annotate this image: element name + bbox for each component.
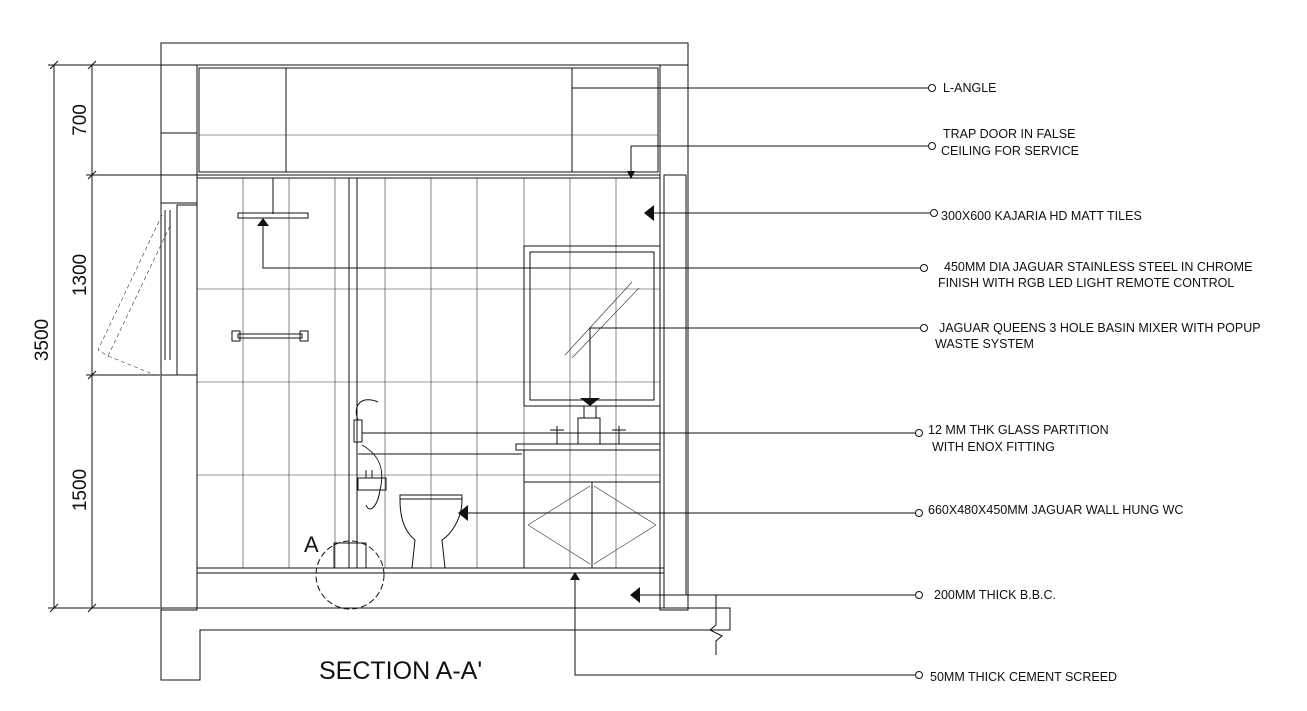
rain-shower bbox=[237, 178, 309, 219]
annotation-screed: 50MM THICK CEMENT SCREED bbox=[930, 670, 1117, 684]
annotation-tiles: 300X600 KAJARIA HD MATT TILES bbox=[941, 209, 1142, 223]
health-faucet bbox=[353, 399, 387, 510]
window bbox=[97, 204, 198, 376]
annotation-trap-door-2: CEILING FOR SERVICE bbox=[941, 144, 1079, 158]
dimension-lines: 3500 700 1300 1500 bbox=[32, 60, 198, 613]
annotation-shower-2: FINISH WITH RGB LED LIGHT REMOTE CONTROL bbox=[938, 276, 1234, 290]
annotation-trap-door-1: TRAP DOOR IN FALSE bbox=[943, 127, 1075, 141]
annotation-l-angle: L-ANGLE bbox=[943, 81, 997, 95]
dimension-segment-3: 1500 bbox=[70, 469, 91, 511]
leader-lines bbox=[257, 84, 938, 679]
dimension-overall: 3500 bbox=[32, 319, 53, 361]
section-title: SECTION A-A' bbox=[319, 657, 482, 685]
annotation-wc: 660X480X450MM JAGUAR WALL HUNG WC bbox=[928, 503, 1183, 517]
towel-rail bbox=[231, 330, 309, 342]
annotation-bbc: 200MM THICK B.B.C. bbox=[934, 588, 1056, 602]
detail-marker: A bbox=[304, 532, 319, 557]
dimension-segment-2: 1300 bbox=[70, 254, 91, 296]
wall-hung-wc bbox=[399, 494, 463, 569]
annotations: L-ANGLE TRAP DOOR IN FALSE CEILING FOR S… bbox=[928, 81, 1261, 684]
annotation-basin-mixer-2: WASTE SYSTEM bbox=[935, 337, 1034, 351]
vanity-unit bbox=[515, 398, 661, 569]
dimension-segment-1: 700 bbox=[70, 104, 91, 136]
annotation-basin-mixer-1: JAGUAR QUEENS 3 HOLE BASIN MIXER WITH PO… bbox=[939, 321, 1261, 335]
concrete-structure bbox=[160, 42, 731, 681]
glass-partition bbox=[333, 177, 367, 569]
wall-tiles bbox=[196, 177, 661, 569]
detail-callout: A bbox=[304, 532, 385, 610]
false-ceiling bbox=[196, 64, 661, 179]
annotation-glass-1: 12 MM THK GLASS PARTITION bbox=[928, 423, 1109, 437]
annotation-shower-1: 450MM DIA JAGUAR STAINLESS STEEL IN CHRO… bbox=[944, 260, 1252, 274]
annotation-glass-2: WITH ENOX FITTING bbox=[932, 440, 1055, 454]
